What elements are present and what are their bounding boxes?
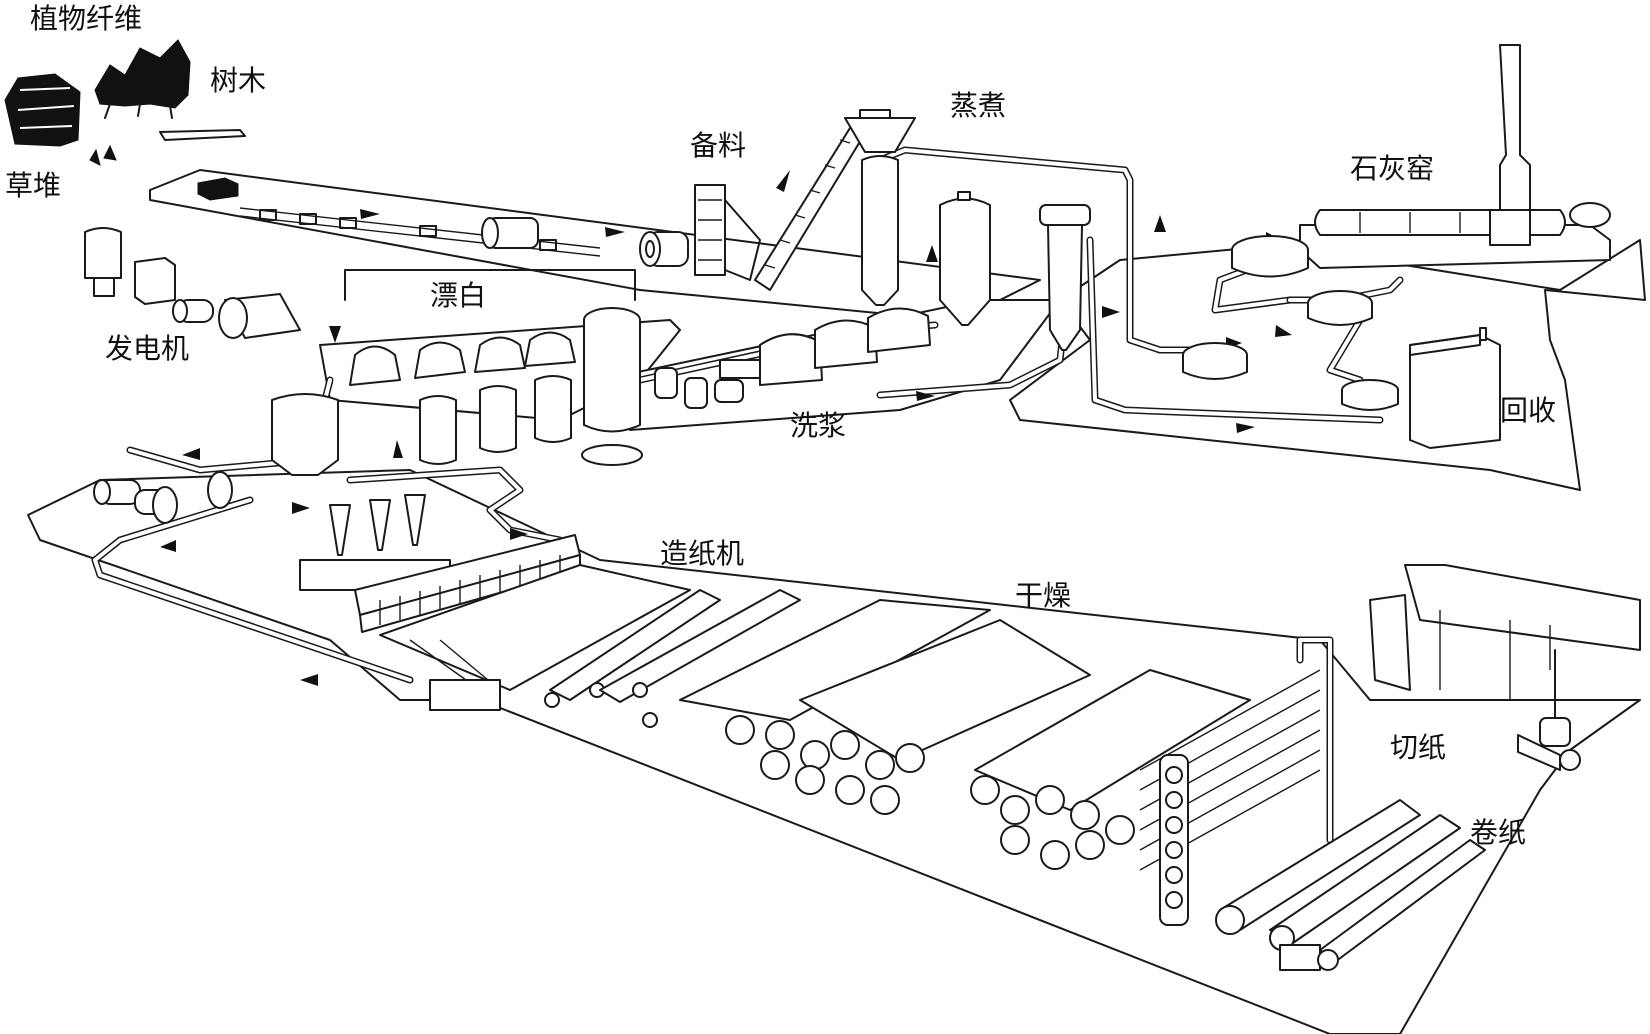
recovery-tank-3	[1182, 342, 1248, 380]
flow-arrow	[926, 245, 938, 262]
headbox	[354, 534, 581, 633]
label-plant-fiber: 植物纤维	[30, 2, 142, 35]
platform-preparation	[149, 169, 1041, 321]
digester-main	[861, 155, 899, 306]
dryer-hood-2	[799, 619, 1091, 761]
reeling-cutting	[1215, 564, 1641, 971]
label-cooking: 蒸煮	[950, 89, 1006, 122]
lime-kiln	[1299, 44, 1611, 269]
turbine	[172, 299, 214, 323]
drum-chipper	[481, 217, 539, 249]
screening-tower	[694, 184, 761, 281]
bleach-washer	[349, 331, 576, 386]
blow-tank	[939, 191, 991, 326]
dryer-frame-rods	[1139, 669, 1321, 871]
flow-arrow	[1275, 325, 1292, 337]
label-trees: 树木	[210, 64, 266, 97]
recovery-equipment	[1182, 235, 1501, 449]
chip-roller	[639, 231, 689, 267]
cooking-digesters	[844, 109, 1091, 351]
chips-icon	[89, 144, 117, 166]
process-labels: 植物纤维 树木 草堆 发电机 备料 蒸煮 石灰窑 漂白 洗浆 回收 造纸机 干燥…	[5, 2, 1556, 849]
reel-rolls	[1215, 799, 1486, 971]
recovery-tank-2	[1307, 290, 1373, 326]
label-paper-machine: 造纸机	[660, 537, 744, 570]
label-generator: 发电机	[105, 332, 189, 365]
flow-arrow	[329, 326, 341, 343]
trees-icon	[94, 39, 191, 119]
flow-arrow	[300, 674, 318, 686]
generator-icon	[218, 293, 301, 339]
flow-arrow	[510, 528, 528, 540]
dryer-cylinders-2	[970, 775, 1135, 870]
flow-arrow	[160, 540, 176, 552]
boiler-drum	[84, 227, 122, 297]
dryer-hood-1	[679, 599, 991, 721]
recovery-tank-1	[1231, 235, 1309, 278]
bleach-feed-tank	[271, 393, 339, 476]
washing-base-tank	[581, 444, 643, 466]
raw-materials	[4, 39, 246, 201]
transformer-box	[134, 257, 176, 305]
flow-arrow	[1102, 306, 1120, 318]
flow-arrow	[776, 170, 790, 192]
label-pulp-washing: 洗浆	[790, 409, 846, 442]
flow-arrow	[605, 227, 625, 237]
label-bleaching: 漂白	[430, 279, 486, 312]
label-straw-pile: 草堆	[5, 169, 61, 202]
straw-pile-icon	[4, 73, 81, 147]
generator-set	[84, 227, 301, 339]
label-preparation: 备料	[690, 129, 746, 162]
flow-arrow	[1154, 215, 1166, 232]
flow-arrow	[916, 391, 935, 401]
refiners	[93, 471, 233, 524]
calender-stack	[1159, 636, 1334, 926]
flow-arrow	[182, 448, 200, 460]
forming-wire	[379, 564, 691, 711]
dryer-cylinders-1	[725, 715, 925, 815]
pulp-washers	[759, 307, 931, 386]
platform-recovery	[1009, 239, 1646, 491]
label-paper-reeling: 卷纸	[1470, 816, 1526, 849]
recovery-boiler	[1409, 327, 1501, 449]
press-rolls	[544, 589, 801, 728]
raw-bales-icon	[197, 177, 239, 201]
paper-machine	[354, 534, 801, 728]
preparation-equipment	[239, 119, 871, 291]
dryer-section	[679, 599, 1334, 926]
logs-icon	[159, 129, 246, 141]
bleach-chests	[419, 375, 572, 465]
bleach-tower-large	[583, 307, 641, 433]
digester-hopper	[844, 109, 916, 153]
label-drying: 干燥	[1015, 579, 1071, 612]
flow-arrow	[393, 440, 403, 458]
label-recovery: 回收	[1500, 394, 1556, 427]
wash-tower	[1039, 204, 1091, 351]
label-lime-kiln: 石灰窑	[1350, 152, 1434, 185]
flow-arrow	[292, 502, 310, 514]
cutting-gantry	[1369, 564, 1641, 771]
flow-arrow	[1236, 423, 1255, 433]
bleaching-equipment	[271, 269, 931, 476]
flow-arrow	[360, 209, 380, 219]
label-paper-cutting: 切纸	[1390, 731, 1446, 764]
recovery-tank-4	[1341, 379, 1399, 411]
